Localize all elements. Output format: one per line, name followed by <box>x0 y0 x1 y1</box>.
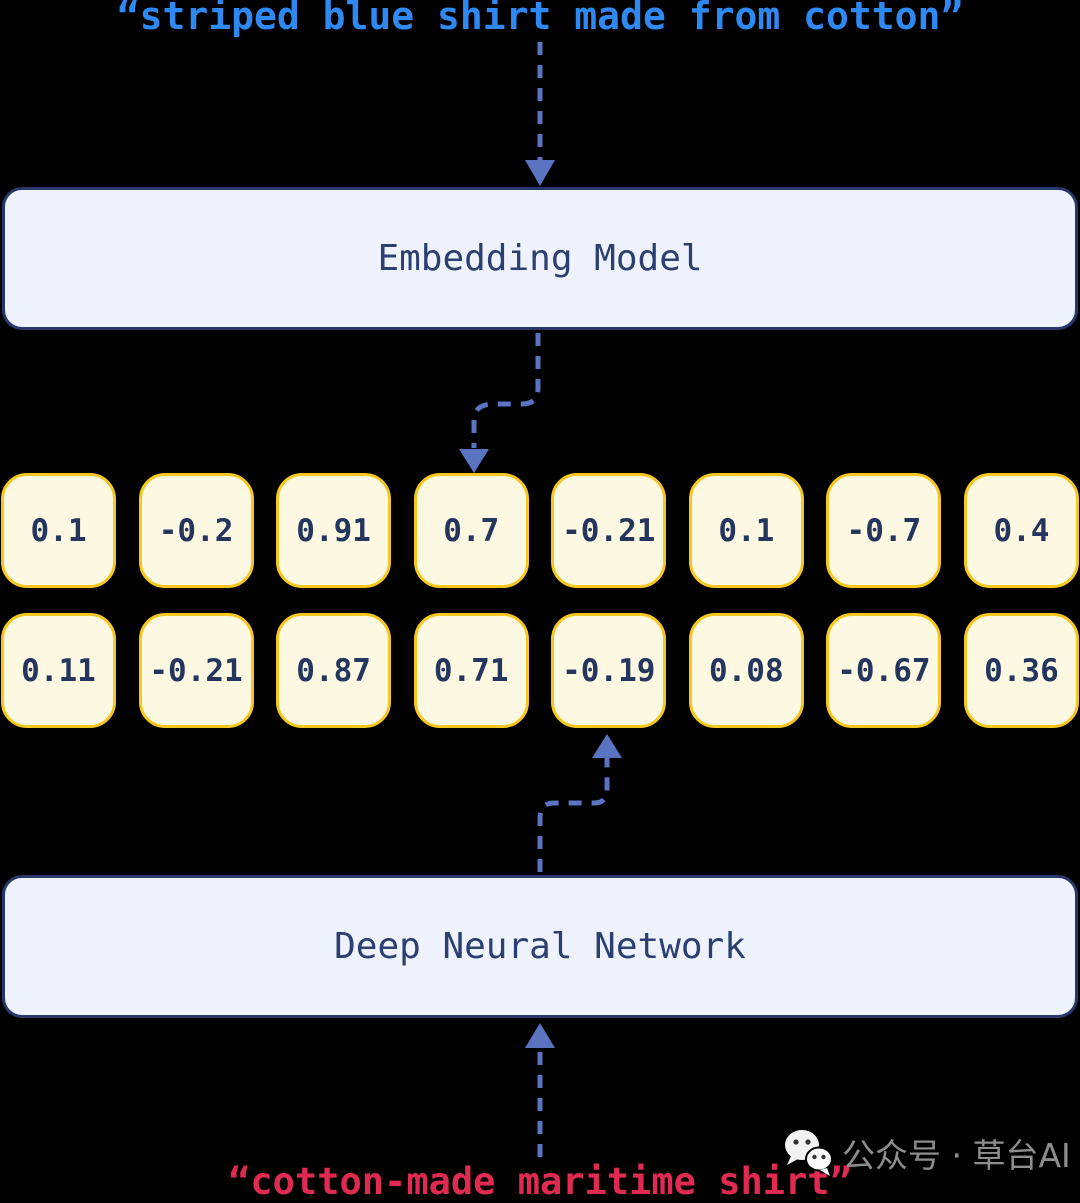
vector-cell: -0.2 <box>138 473 254 588</box>
dnn-label: Deep Neural Network <box>334 926 746 967</box>
bottom-query-text: “cotton-made maritime shirt” <box>228 1160 852 1203</box>
vector-cell: 0.1 <box>688 473 804 588</box>
vector-cell: 0.1 <box>1 473 116 588</box>
vector-cell: -0.7 <box>826 473 942 588</box>
arrow-query-to-embedding <box>525 42 555 186</box>
vector-cell: -0.21 <box>138 613 254 728</box>
arrow-dnn-to-vector <box>537 734 622 872</box>
vector-row-1: 0.1 -0.2 0.91 0.7 -0.21 0.1 -0.7 0.4 <box>1 473 1079 588</box>
vector-cell: 0.36 <box>963 613 1079 728</box>
vector-cell: 0.87 <box>276 613 392 728</box>
vector-cell: 0.08 <box>688 613 804 728</box>
vector-cell: 0.11 <box>1 613 116 728</box>
vector-cell: 0.4 <box>963 473 1079 588</box>
embedding-model-box: Embedding Model <box>2 187 1078 330</box>
vector-cell: -0.19 <box>551 613 667 728</box>
vector-cell: 0.7 <box>413 473 529 588</box>
vector-cell: -0.21 <box>551 473 667 588</box>
watermark: 公众号 · 草台AI <box>782 1124 1071 1182</box>
dnn-box: Deep Neural Network <box>2 875 1078 1018</box>
arrow-query-to-dnn <box>525 1023 555 1157</box>
arrow-embedding-to-vector <box>459 333 541 473</box>
watermark-label: 公众号 · 草台AI <box>842 1136 1071 1175</box>
vector-cell: 0.91 <box>276 473 392 588</box>
vector-row-2: 0.11 -0.21 0.87 0.71 -0.19 0.08 -0.67 0.… <box>1 613 1079 728</box>
vector-cell: 0.71 <box>413 613 529 728</box>
vector-cell: -0.67 <box>826 613 942 728</box>
embedding-model-label: Embedding Model <box>377 238 703 279</box>
input-query-text: “striped blue shirt made from cotton” <box>116 0 964 38</box>
wechat-logo-icon <box>785 1130 833 1176</box>
